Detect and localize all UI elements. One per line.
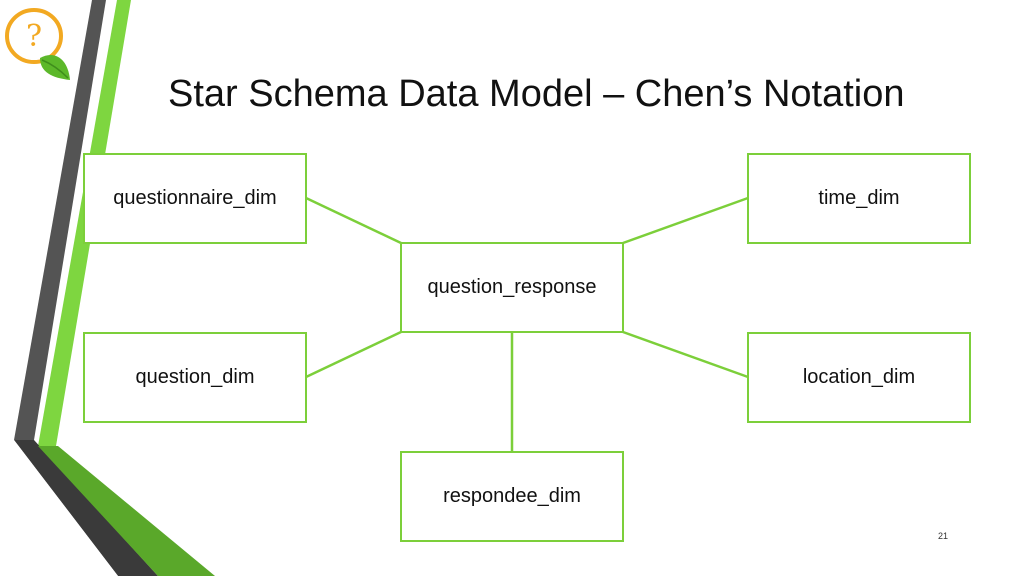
bottom-left-green-band <box>38 446 215 576</box>
entity-questionnaire-dim[interactable]: questionnaire_dim <box>83 153 307 244</box>
question-leaf-logo-icon: ? <box>5 8 70 80</box>
connector-questionnaire-dim <box>305 196 402 245</box>
connector-location-dim <box>622 330 749 379</box>
slide-title: Star Schema Data Model – Chen’s Notation <box>168 73 905 115</box>
page-number: 21 <box>937 531 948 541</box>
entity-question-dim[interactable]: question_dim <box>83 332 307 423</box>
connector-question-dim <box>305 330 402 379</box>
entity-time-dim[interactable]: time_dim <box>747 153 971 244</box>
logo-glyph: ? <box>26 19 42 54</box>
entity-respondee-dim[interactable]: respondee_dim <box>400 451 624 542</box>
left-dark-stripe <box>14 0 106 440</box>
bottom-left-corner-shade <box>0 440 118 576</box>
entity-question-response[interactable]: question_response <box>400 242 624 333</box>
entity-location-dim[interactable]: location_dim <box>747 332 971 423</box>
bottom-left-dark-band <box>14 440 158 576</box>
connector-time-dim <box>622 196 749 245</box>
